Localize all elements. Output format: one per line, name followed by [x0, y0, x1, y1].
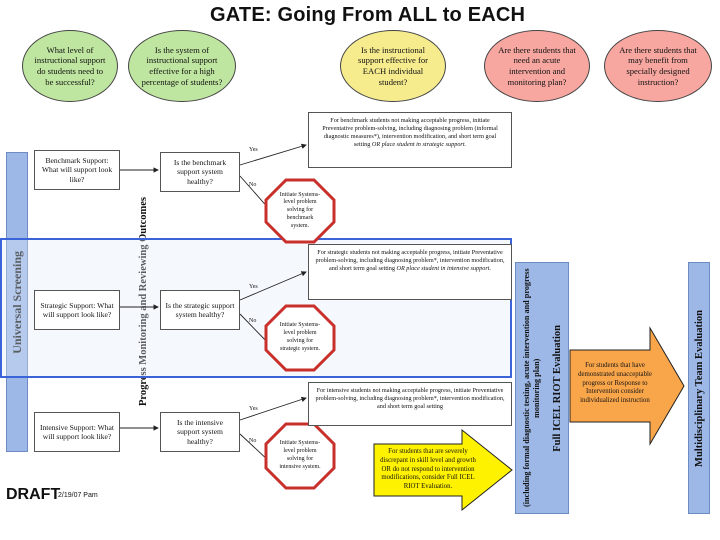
benchmark-octagon-text: Initiate Systems-level problem solving f…	[279, 191, 321, 229]
intensive-octagon-text: Initiate Systems-level problem solving f…	[279, 440, 321, 470]
strategic-no-label: No	[249, 318, 257, 324]
intensive-yes-label: Yes	[249, 406, 258, 412]
question-oval-5: Are there students that may benefit from…	[604, 30, 712, 102]
draft-label: DRAFT	[6, 486, 61, 503]
date-label: 2/19/07 Pam	[58, 492, 98, 499]
orange-arrow-text: For students that have demonstrated unac…	[578, 362, 652, 405]
orange-arrow-shape	[569, 326, 685, 446]
intensive-action-text: For intensive students not making accept…	[315, 387, 505, 411]
benchmark-support-box: Benchmark Support: What will support loo…	[34, 150, 120, 190]
benchmark-action-box: For benchmark students not making accept…	[308, 112, 512, 168]
octagon-intensive-shape	[264, 422, 336, 490]
benchmark-yes-label: Yes	[249, 147, 258, 153]
benchmark-octagon: Initiate Systems-level problem solving f…	[266, 180, 334, 242]
strategic-action-emphasis: OR place student in intensive support.	[396, 265, 492, 273]
benchmark-action-emphasis: OR place student in strategic support.	[371, 141, 467, 149]
question-oval-3: Is the instructional support effective f…	[340, 30, 446, 102]
intensive-octagon: Initiate Systems-level problem solving f…	[266, 424, 334, 488]
yellow-arrow-text: For students that are severely discrepan…	[380, 448, 476, 491]
question-oval-1: What level of instructional support do s…	[22, 30, 118, 102]
strategic-yes-label: Yes	[249, 284, 258, 290]
multidisciplinary-team-bar: Multidisciplinary Team Evaluation	[688, 262, 710, 514]
strategic-action-text: For strategic students not making accept…	[315, 249, 505, 273]
octagon-strategic-shape	[264, 304, 336, 372]
intensive-health-box: Is the intensive support system healthy?	[160, 412, 240, 452]
strategic-octagon-text: Initiate Systems-level problem solving f…	[279, 322, 321, 352]
intensive-support-box: Intensive Support: What will support loo…	[34, 412, 120, 452]
strategic-octagon: Initiate Systems-level problem solving f…	[266, 306, 334, 370]
benchmark-health-box: Is the benchmark support system healthy?	[160, 152, 240, 192]
strategic-health-box: Is the strategic support system healthy?	[160, 290, 240, 330]
diagram-title: GATE: Going From ALL to EACH	[210, 4, 526, 26]
full-icel-riot-bar: Full ICEL RIOT Evaluation (including for…	[515, 262, 569, 514]
yellow-arrow-shape	[373, 428, 513, 512]
intensive-no-label: No	[249, 438, 257, 444]
strategic-action-box: For strategic students not making accept…	[308, 244, 512, 300]
question-oval-4: Are there students that need an acute in…	[484, 30, 590, 102]
benchmark-action-text: For benchmark students not making accept…	[322, 117, 498, 149]
strategic-support-box: Strategic Support: What will support loo…	[34, 290, 120, 330]
benchmark-no-label: No	[249, 182, 257, 188]
question-oval-2: Is the system of instructional support e…	[128, 30, 236, 102]
octagon-benchmark-shape	[264, 178, 336, 244]
intensive-action-box: For intensive students not making accept…	[308, 382, 512, 426]
